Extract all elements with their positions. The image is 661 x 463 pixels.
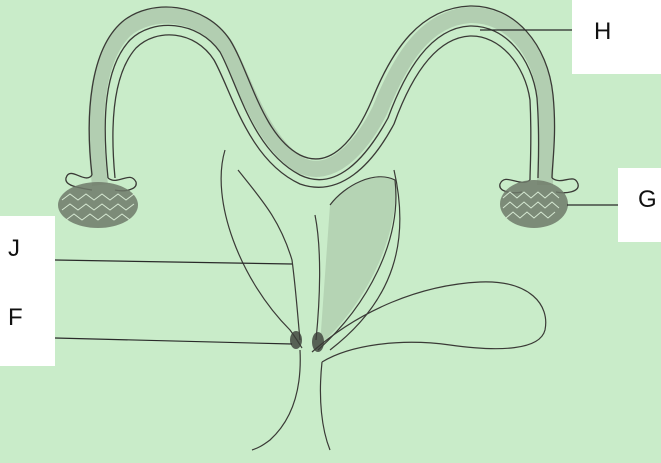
label-j: J (8, 237, 20, 261)
left-sporangium (58, 182, 138, 228)
label-f: F (8, 306, 23, 330)
junction-mark-f (290, 331, 302, 349)
right-sporangium-body (500, 180, 568, 228)
left-sporangium-body (58, 182, 138, 228)
label-g: G (638, 188, 657, 212)
label-h: H (594, 20, 611, 44)
junction-mark-right (312, 332, 324, 352)
right-sporangium (500, 180, 568, 228)
label-patch-top-right (572, 0, 661, 74)
